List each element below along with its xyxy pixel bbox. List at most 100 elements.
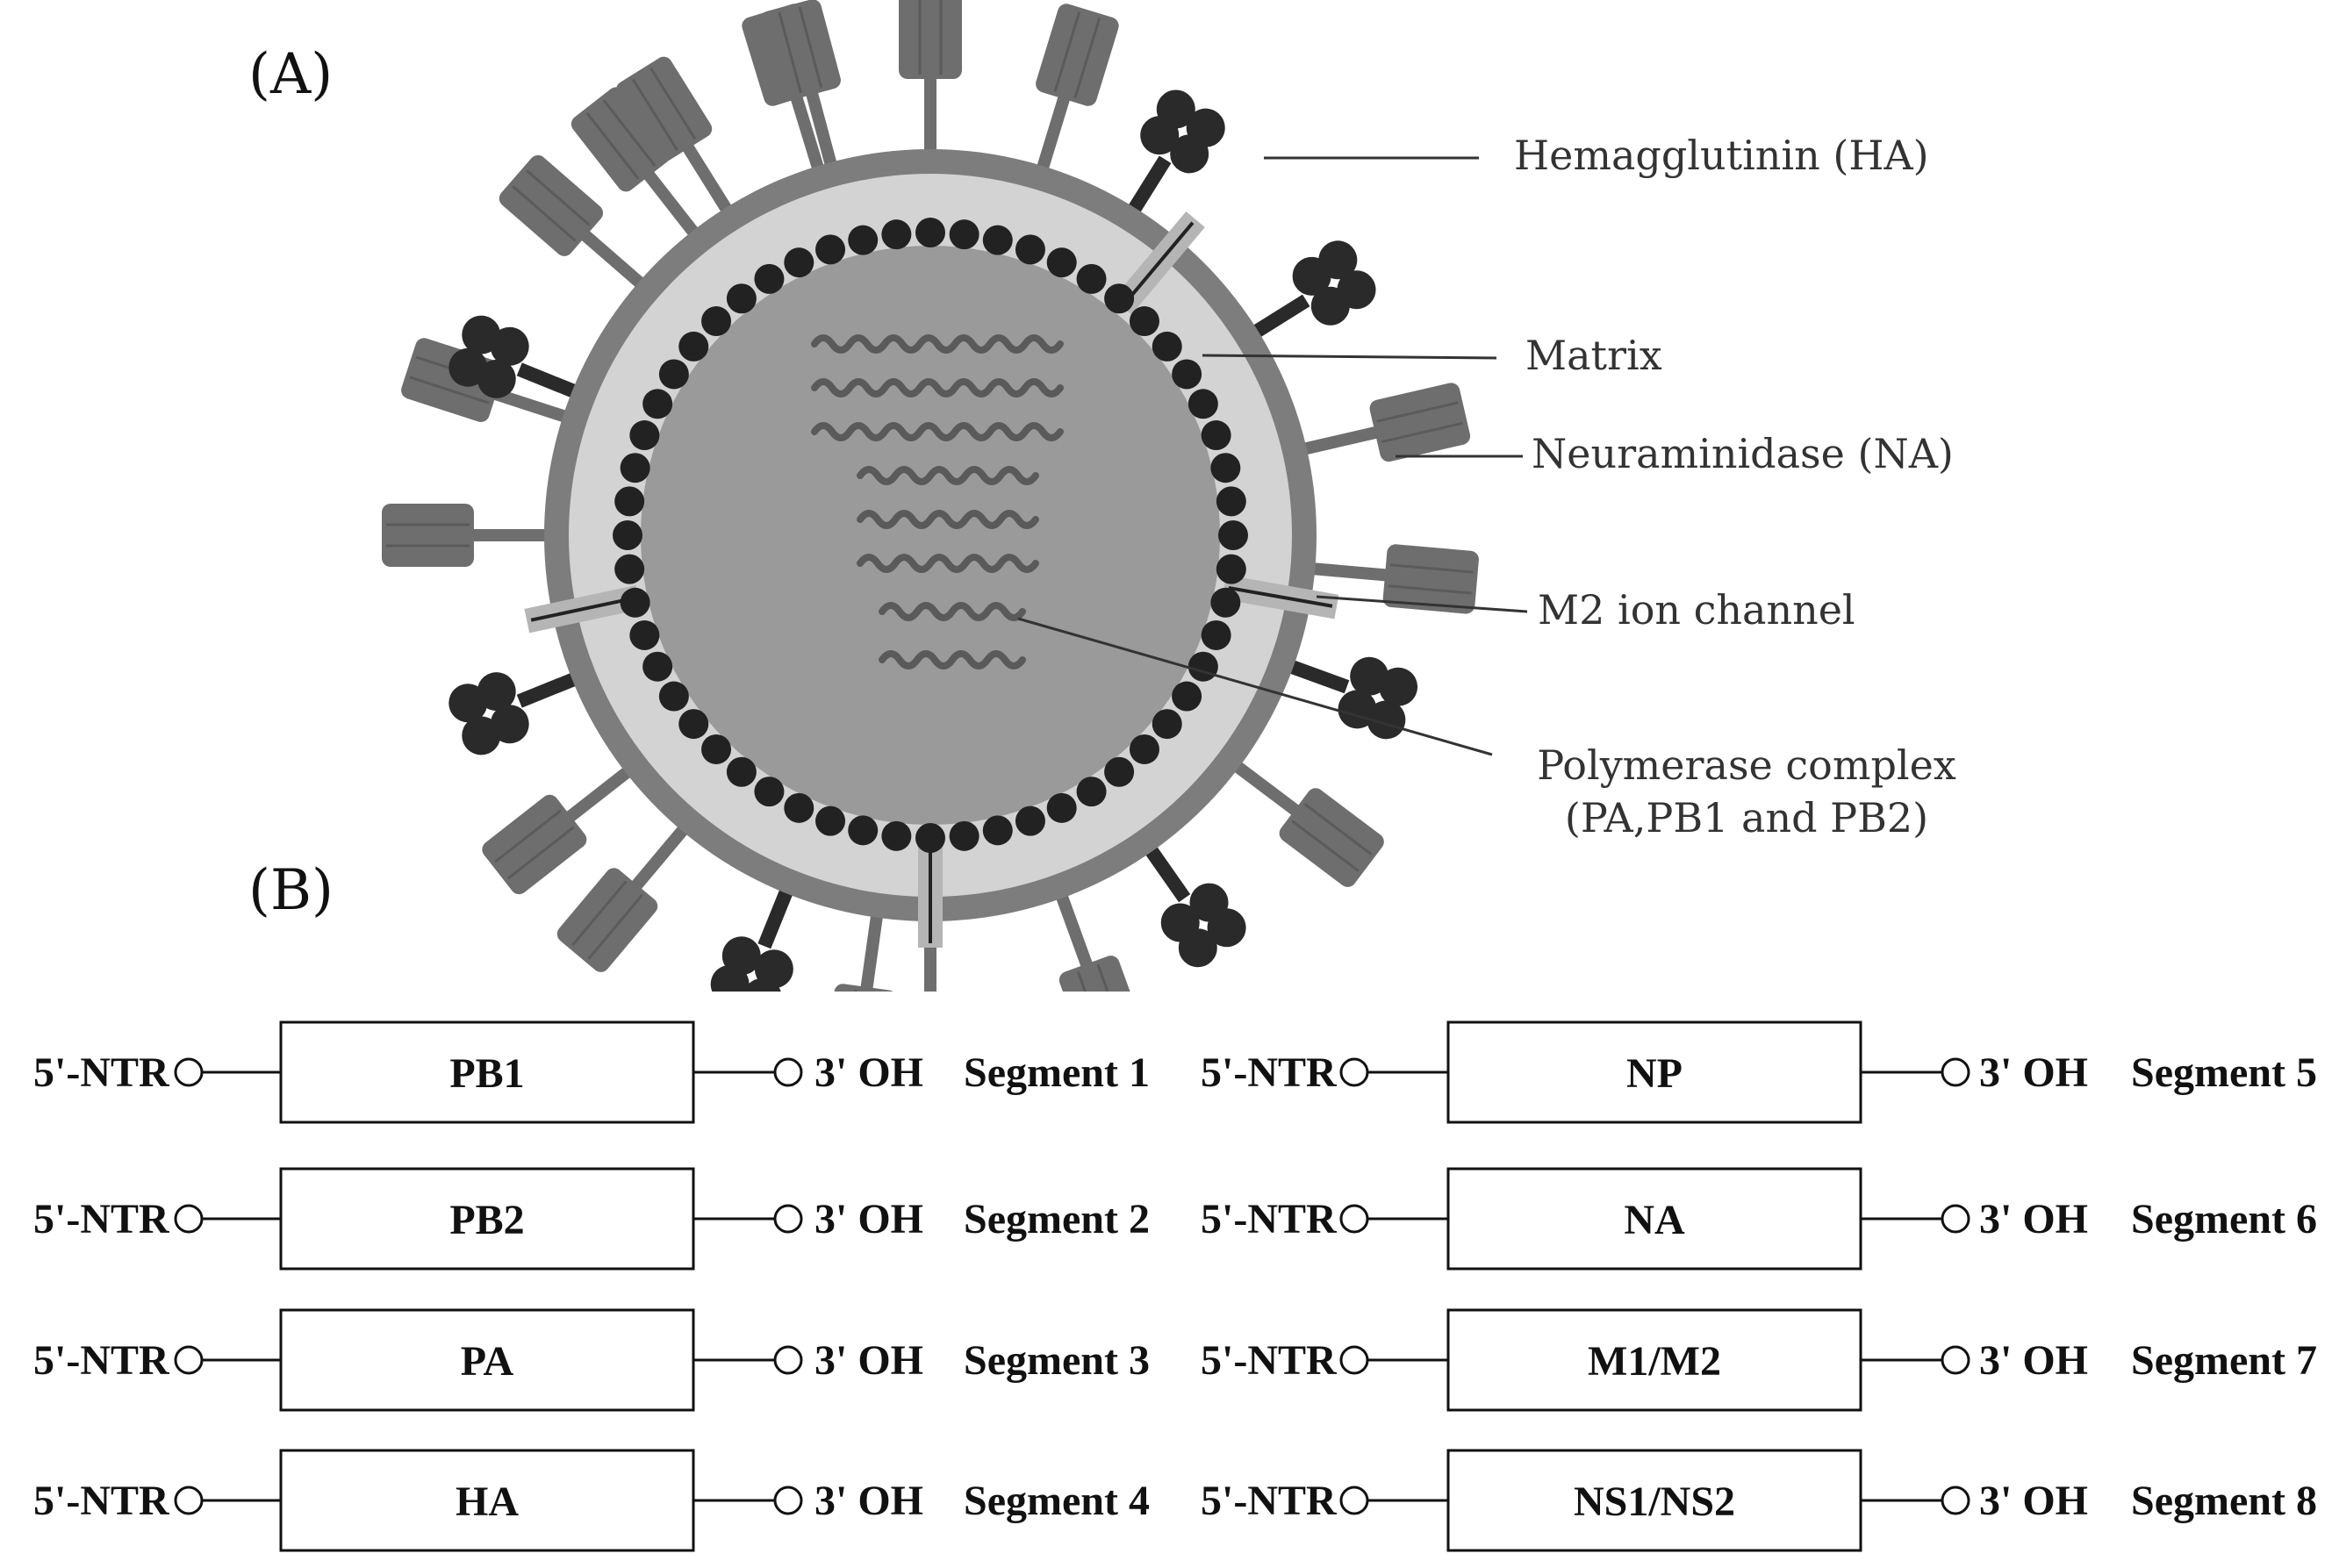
five-prime-end — [1339, 1345, 1369, 1375]
three-prime-label: 3' OH — [1979, 1337, 2088, 1384]
label-matrix: Matrix — [1525, 332, 1662, 379]
five-prime-end — [1339, 1057, 1369, 1087]
segment-label: Segment 1 — [964, 1049, 1150, 1096]
matrix-bead — [815, 805, 846, 836]
callout-lines — [1017, 156, 1528, 756]
matrix-bead — [1046, 792, 1077, 823]
label-m2-ion-channel: M2 ion channel — [1538, 586, 1855, 634]
gene-label: NP — [1626, 1050, 1683, 1097]
matrix-bead — [784, 792, 814, 823]
matrix-bead — [1216, 486, 1246, 517]
matrix-bead — [1046, 247, 1077, 278]
five-prime-end — [1339, 1486, 1369, 1515]
hemagglutinin-spike — [759, 0, 843, 185]
matrix-bead — [642, 651, 673, 682]
panel-a-label: (A) — [248, 42, 334, 107]
five-prime-label: 5'-NTR — [33, 1049, 170, 1096]
label-hemagglutinin: Hemagglutinin (HA) — [1514, 132, 1929, 179]
label-polymerase-line2: (PA,PB1 and PB2) — [1564, 794, 1929, 841]
segment-label: Segment 2 — [964, 1196, 1150, 1242]
five-prime-end — [174, 1204, 204, 1234]
three-prime-label: 3' OH — [814, 1196, 923, 1242]
gene-label: NA — [1624, 1197, 1685, 1243]
label-polymerase-complex: Polymerase complex (PA,PB1 and PB2) — [1518, 741, 1975, 841]
matrix-bead — [982, 815, 1013, 846]
matrix-bead — [1076, 263, 1107, 294]
genome-segment: 5'-NTR PB1 3' OH Segment 1 — [33, 1020, 1150, 1124]
three-prime-label: 3' OH — [814, 1478, 923, 1524]
rna-strand — [857, 466, 1039, 485]
matrix-bead — [1152, 709, 1182, 740]
gene-box — [279, 1167, 695, 1271]
five-prime-label: 5'-NTR — [33, 1337, 170, 1384]
five-prime-end — [174, 1345, 204, 1375]
three-prime-end — [1941, 1345, 1970, 1375]
three-prime-end — [773, 1345, 803, 1375]
segment-label: Segment 7 — [2131, 1337, 2317, 1384]
neuraminidase-spike — [1266, 651, 1418, 740]
matrix-bead — [1188, 389, 1218, 419]
matrix-bead — [678, 709, 709, 740]
matrix-bead — [614, 486, 645, 517]
five-prime-end — [174, 1486, 204, 1515]
three-prime-label: 3' OH — [1979, 1196, 2088, 1242]
hemagglutinin-spike — [1030, 4, 1119, 190]
matrix-bead — [620, 587, 650, 618]
matrix-bead — [658, 681, 689, 712]
matrix-bead — [629, 420, 660, 451]
rna-strand — [879, 602, 1026, 621]
three-prime-end — [1941, 1204, 1970, 1234]
rna-strand — [811, 378, 1064, 397]
matrix-bead — [726, 283, 757, 314]
gene-box — [1446, 1449, 1862, 1552]
segment-label: Segment 6 — [2131, 1196, 2317, 1242]
gene-box — [279, 1449, 695, 1552]
three-prime-label: 3' OH — [814, 1337, 923, 1384]
leader-matrix — [1202, 354, 1497, 360]
three-prime-label: 3' OH — [814, 1049, 923, 1096]
hemagglutinin-spike — [899, 0, 962, 171]
segment-label: Segment 8 — [2131, 1478, 2317, 1524]
matrix-bead — [881, 820, 912, 851]
hemagglutinin-spike — [382, 504, 566, 567]
matrix-bead — [1129, 734, 1159, 764]
matrix-bead — [754, 263, 785, 294]
m2-channel — [1222, 575, 1339, 619]
matrix-bead — [1152, 331, 1182, 362]
three-prime-end — [1941, 1486, 1970, 1515]
matrix-bead — [1201, 420, 1231, 451]
rna-strand — [811, 334, 1064, 354]
rna-strand — [857, 510, 1039, 529]
three-prime-end — [773, 1204, 803, 1234]
gene-label: M1/M2 — [1588, 1338, 1721, 1385]
panel-b-label: (B) — [248, 858, 334, 923]
matrix-bead — [1015, 234, 1045, 265]
three-prime-end — [773, 1486, 803, 1515]
five-prime-label: 5'-NTR — [33, 1196, 170, 1242]
matrix-bead — [949, 219, 979, 250]
matrix-bead — [1210, 453, 1241, 483]
neuraminidase-spike — [1130, 826, 1246, 968]
gene-box — [1446, 1020, 1862, 1124]
matrix-bead — [1129, 306, 1159, 337]
m2-channel — [524, 584, 642, 634]
matrix-bead — [815, 234, 846, 265]
matrix-bead — [642, 389, 673, 419]
matrix-bead — [915, 823, 945, 853]
leader-m2 — [1316, 595, 1528, 613]
matrix-bead — [629, 619, 660, 650]
five-prime-end — [1339, 1204, 1369, 1234]
five-prime-label: 5'-NTR — [33, 1478, 170, 1524]
matrix-bead — [1218, 520, 1248, 550]
gene-label: HA — [456, 1479, 519, 1525]
gene-label: PB1 — [449, 1050, 524, 1097]
virion-diagram — [382, 0, 1528, 992]
hemagglutinin-spike — [1283, 383, 1471, 462]
